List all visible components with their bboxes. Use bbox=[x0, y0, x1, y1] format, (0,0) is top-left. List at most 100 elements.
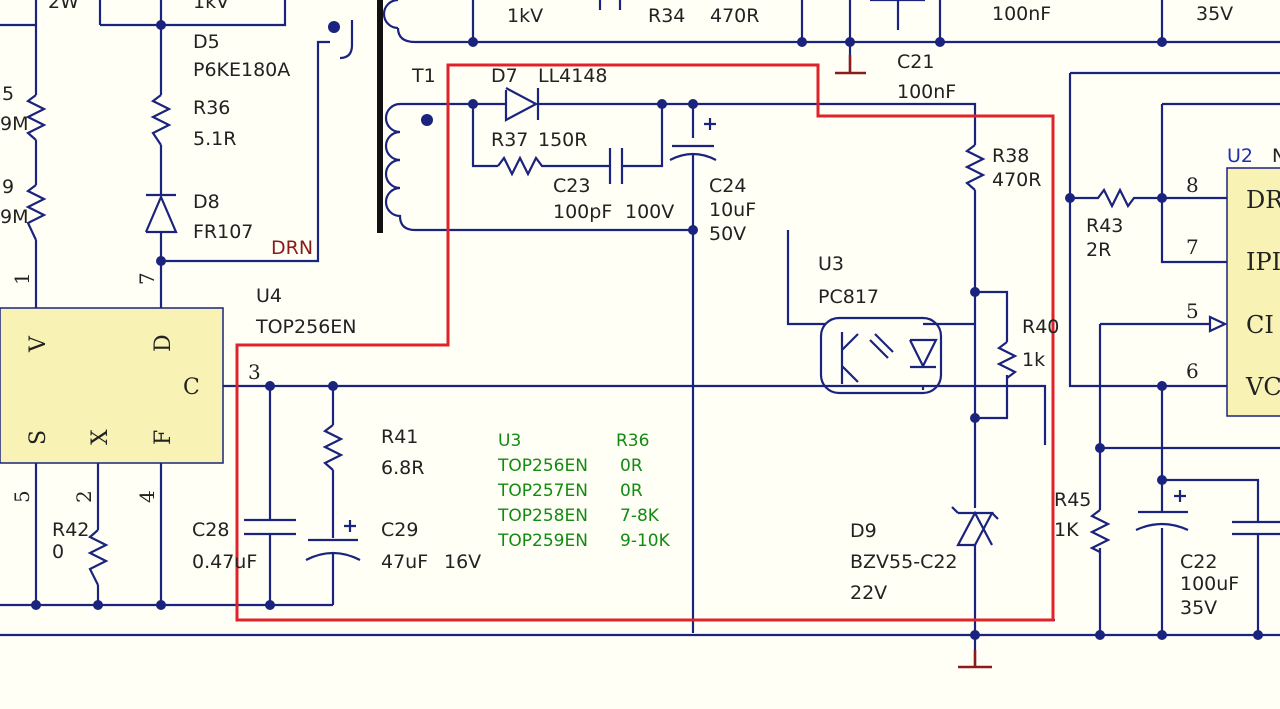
label-c23-val1: 100pF bbox=[553, 201, 612, 223]
label-r38: R38 bbox=[992, 145, 1029, 167]
label-c21-val: 100nF bbox=[897, 81, 956, 103]
label-c21: C21 bbox=[897, 51, 934, 73]
label-r38-val: 470R bbox=[992, 169, 1041, 191]
label-c28: C28 bbox=[192, 519, 229, 541]
label-ic-x: X bbox=[88, 429, 113, 445]
label-r41: R41 bbox=[381, 426, 418, 448]
optocoupler-u3 bbox=[786, 230, 1018, 420]
r40-resistor bbox=[996, 341, 1018, 379]
label-u2-ip: IPI bbox=[1246, 248, 1280, 276]
r36-resistor bbox=[150, 94, 172, 146]
table-header-r36: R36 bbox=[616, 431, 649, 451]
label-r37-val: 150R bbox=[538, 129, 587, 151]
label-c24-val1: 10uF bbox=[709, 199, 756, 221]
label-c28-val: 0.47uF bbox=[192, 551, 257, 573]
table-cell: 7-8K bbox=[620, 506, 660, 526]
label-r36: R36 bbox=[193, 97, 230, 119]
label-t1: T1 bbox=[411, 65, 436, 87]
label-d8: D8 bbox=[193, 191, 220, 213]
label-c22-val1: 100uF bbox=[1180, 573, 1239, 595]
label-d9-val2: 22V bbox=[850, 582, 887, 604]
table-cell: 9-10K bbox=[620, 531, 671, 551]
label-r34: R34 bbox=[648, 5, 685, 27]
label-r37: R37 bbox=[491, 129, 528, 151]
label-r41-val: 6.8R bbox=[381, 457, 424, 479]
label-d7-val: LL4148 bbox=[538, 65, 608, 87]
highlight-outline bbox=[235, 63, 1055, 622]
table-cell: 0R bbox=[620, 456, 643, 476]
label-top-35v: 35V bbox=[1196, 3, 1233, 25]
label-pin-5b: 5 bbox=[10, 490, 34, 503]
label-1kv-a: 1kV bbox=[193, 0, 229, 13]
label-u2-n: N bbox=[1272, 145, 1280, 167]
label-d9-val1: BZV55-C22 bbox=[850, 551, 958, 573]
r45-resistor bbox=[1089, 509, 1111, 553]
ground-symbol-bottom bbox=[958, 650, 992, 669]
label-d5-val: P6KE180A bbox=[193, 59, 290, 81]
ic-u2-body bbox=[1226, 167, 1280, 417]
label-pin-3: 3 bbox=[248, 360, 261, 384]
label-left-9m-a: 9M bbox=[0, 113, 28, 135]
d8-diode bbox=[144, 193, 178, 234]
label-left-5: 5 bbox=[2, 83, 14, 105]
label-top-100nf: 100nF bbox=[992, 3, 1051, 25]
label-pin-4: 4 bbox=[135, 490, 159, 503]
variant-table: U3 R36 TOP256EN 0R TOP257EN 0R TOP258EN … bbox=[497, 431, 671, 551]
label-u2-pin5: 5 bbox=[1186, 299, 1199, 323]
feedback-caps bbox=[244, 386, 361, 605]
label-ic-d: D bbox=[151, 334, 176, 352]
label-left-9m-b: 9M bbox=[0, 206, 28, 228]
label-c29: C29 bbox=[381, 519, 418, 541]
label-r45-val: 1K bbox=[1054, 519, 1079, 541]
label-u3: U3 bbox=[818, 253, 844, 275]
label-u2-pin7: 7 bbox=[1186, 235, 1199, 259]
label-pin-7: 7 bbox=[135, 272, 159, 285]
junction-dots bbox=[31, 20, 1263, 640]
label-u2-pin6: 6 bbox=[1186, 359, 1199, 383]
label-pin-1: 1 bbox=[10, 272, 34, 285]
left-wires bbox=[0, 0, 1047, 607]
table-cell: 0R bbox=[620, 481, 643, 501]
label-u3-val: PC817 bbox=[818, 286, 879, 308]
ic-u4-body bbox=[0, 307, 224, 464]
table-cell: TOP258EN bbox=[497, 506, 588, 526]
label-c23: C23 bbox=[553, 175, 590, 197]
label-u2-pin8: 8 bbox=[1186, 173, 1199, 197]
label-d9: D9 bbox=[850, 520, 877, 542]
label-ic-v: V bbox=[26, 335, 51, 353]
label-c23-val2: 100V bbox=[625, 201, 674, 223]
label-pin-2: 2 bbox=[72, 490, 96, 503]
r38-resistor bbox=[964, 144, 986, 191]
component-labels: 2W 1kV 1kV R34 470R 100nF 35V C21 100nF … bbox=[0, 0, 1280, 619]
left-resistors bbox=[25, 94, 172, 586]
label-r42-val: 0 bbox=[52, 541, 64, 563]
table-cell: TOP257EN bbox=[497, 481, 588, 501]
right-wires bbox=[1068, 71, 1280, 635]
label-c22: C22 bbox=[1180, 551, 1217, 573]
label-ic-c: C bbox=[183, 375, 200, 400]
label-2w: 2W bbox=[48, 0, 79, 13]
label-u2-vc: VC bbox=[1245, 373, 1280, 401]
label-d8-val: FR107 bbox=[193, 221, 253, 243]
label-u2-dr: DR bbox=[1246, 186, 1280, 214]
label-left-9: 9 bbox=[2, 176, 14, 198]
r41-resistor bbox=[322, 424, 344, 471]
transformer-t1 bbox=[328, 0, 1280, 233]
label-r40: R40 bbox=[1022, 316, 1059, 338]
zener-d9 bbox=[951, 433, 999, 667]
label-r45: R45 bbox=[1054, 489, 1091, 511]
label-c22-val2: 35V bbox=[1180, 597, 1217, 619]
table-cell: TOP256EN bbox=[497, 456, 588, 476]
label-r34-val: 470R bbox=[710, 5, 759, 27]
label-u4-val: TOP256EN bbox=[255, 316, 357, 338]
label-u4: U4 bbox=[256, 285, 282, 307]
label-ic-s: S bbox=[26, 430, 51, 445]
label-r40-val: 1k bbox=[1022, 349, 1045, 371]
label-r43: R43 bbox=[1086, 215, 1123, 237]
table-cell: TOP259EN bbox=[497, 531, 588, 551]
label-ic-f: F bbox=[151, 430, 176, 445]
label-1kv-b: 1kV bbox=[507, 5, 543, 27]
label-c24: C24 bbox=[709, 175, 746, 197]
